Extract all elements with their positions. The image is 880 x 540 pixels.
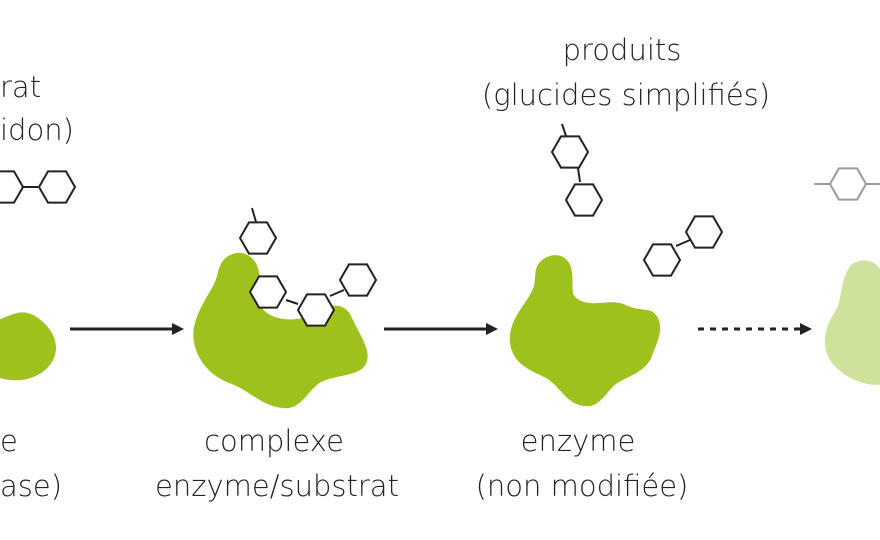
enzyme-unchanged-label-line1: enzyme	[520, 424, 636, 458]
enzyme-blob-unchanged-icon	[509, 255, 661, 407]
complex-label-line1: complexe	[204, 424, 344, 458]
enzyme-blob-left-icon	[0, 312, 56, 381]
substrate-molecule-icon	[0, 170, 76, 204]
substrate-label-line2: idon)	[0, 113, 74, 147]
bound-substrate-molecule-icon	[239, 207, 377, 327]
product-molecule-icon	[551, 123, 603, 217]
products-label-line2: (glucides simplifiés)	[481, 78, 771, 112]
enzyme-unchanged-label-line2: (non modifiée)	[475, 469, 689, 503]
enzyme-blob-complex-icon	[193, 252, 368, 409]
substrate-label-line1: rat	[0, 70, 42, 104]
enzyme-left-label-line2: ase)	[0, 469, 63, 503]
complex-label-line2: enzyme/substrat	[155, 469, 399, 503]
enzyme-left-label-line1: e	[0, 424, 18, 458]
product-molecule-icon	[643, 215, 723, 277]
products-label-line1: produits	[562, 33, 682, 67]
faded-substrate-molecule-icon	[814, 167, 880, 201]
enzyme-blob-faded-icon	[824, 260, 880, 385]
